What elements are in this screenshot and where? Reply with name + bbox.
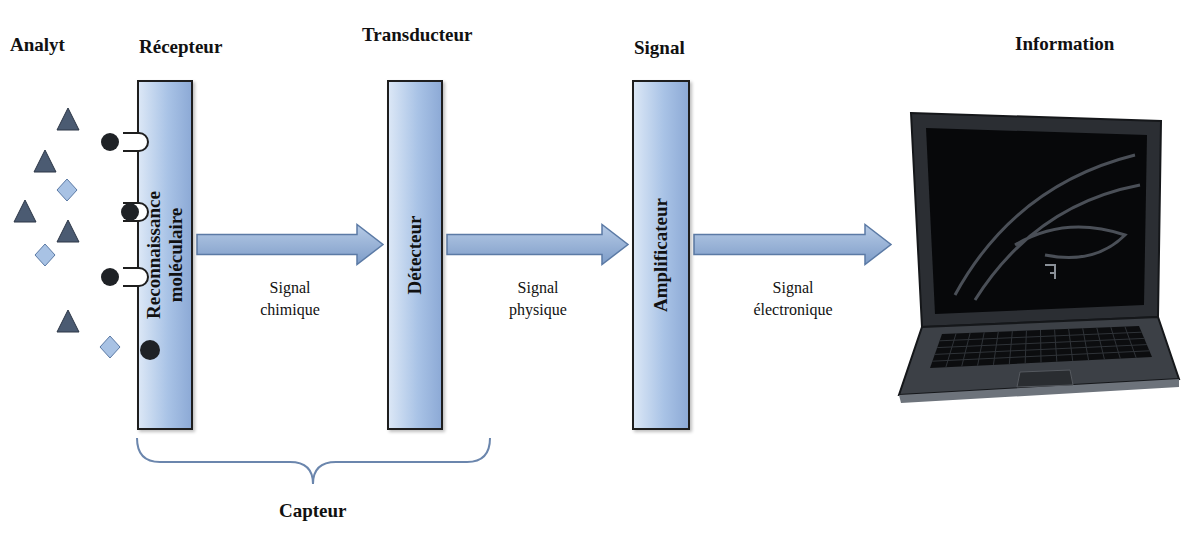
amplifier-box: SignalAmplificateur	[632, 80, 690, 430]
laptop-screen	[926, 128, 1147, 314]
key-column	[946, 333, 956, 367]
bound-analyte	[101, 268, 119, 286]
laptop-lid	[911, 113, 1161, 327]
node-heading: Transducteur	[362, 24, 472, 46]
laptop-keyboard	[930, 326, 1152, 368]
bound-analyte	[101, 133, 119, 151]
signal-label: Signal physique	[492, 277, 584, 321]
key-column	[978, 332, 985, 365]
laptop-illustration	[895, 95, 1180, 405]
vertical-label: Amplificateur	[650, 170, 672, 340]
key-column	[1069, 329, 1073, 361]
key-column	[993, 332, 998, 365]
key-column	[1040, 330, 1042, 363]
analyte-diamonds	[35, 179, 120, 358]
capteur-bracket	[137, 438, 490, 484]
signal-label: Signal électronique	[747, 277, 839, 321]
key-column	[1097, 328, 1105, 360]
analyte-triangles	[14, 108, 79, 332]
block-arrow	[197, 225, 383, 265]
node-heading: Signal	[634, 37, 685, 59]
key-column	[1025, 331, 1026, 364]
node-heading: Récepteur	[139, 36, 222, 58]
laptop-node: Information	[895, 95, 1180, 405]
bound-analyte	[121, 203, 139, 221]
key-column	[1111, 327, 1120, 358]
key-column	[1009, 331, 1012, 364]
node-heading: Information	[1015, 33, 1114, 55]
signal-label: Signal chimique	[244, 277, 336, 321]
block-arrow	[447, 225, 628, 265]
analyte-label: Analyt	[10, 34, 65, 56]
receptor-box: RécepteurReconnaissance moléculaire	[137, 80, 193, 430]
screen-swirl	[955, 155, 1140, 300]
touchpad	[1017, 370, 1073, 387]
vertical-label: Détecteur	[404, 170, 426, 340]
transducer-box: TransducteurDétecteur	[387, 80, 443, 430]
capteur-label: Capteur	[279, 500, 347, 522]
key-column	[1125, 327, 1136, 358]
key-column	[1055, 329, 1057, 361]
key-column	[962, 333, 970, 367]
block-arrow	[694, 225, 891, 265]
binding-site	[123, 133, 148, 151]
bound-analyte	[140, 340, 160, 360]
key-column	[1083, 328, 1089, 360]
keyboard-keys	[932, 327, 1149, 368]
vertical-label: Reconnaissance moléculaire	[143, 170, 187, 340]
screen-logo	[1045, 265, 1055, 279]
